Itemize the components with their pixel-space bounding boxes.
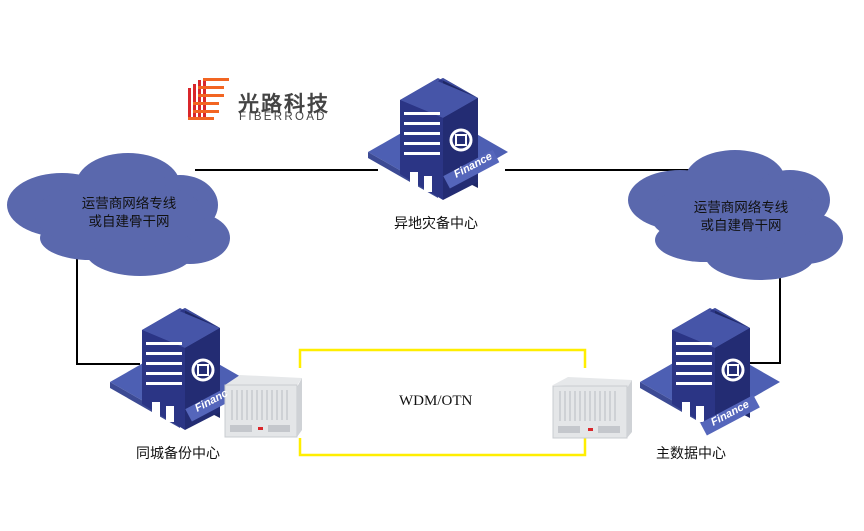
logo-name-en: FIBERROAD bbox=[239, 111, 327, 123]
finance-badge-dr bbox=[443, 149, 500, 189]
wdm-chassis-right bbox=[552, 377, 632, 439]
logo-name-cn: 光路科技 bbox=[238, 92, 330, 116]
site-label-local-backup: 同城备份中心 bbox=[136, 446, 220, 462]
cloud-left-line2: 或自建骨干网 bbox=[88, 214, 170, 230]
cloud-right-line1: 运营商网络专线 bbox=[693, 200, 789, 216]
building-remote-dr bbox=[366, 76, 510, 202]
site-label-main-dc: 主数据中心 bbox=[656, 446, 726, 462]
cloud-left bbox=[7, 153, 230, 276]
finance-badge-backup bbox=[185, 390, 228, 422]
wdm-chassis-left bbox=[224, 375, 302, 438]
site-label-remote-dr: 异地灾备中心 bbox=[394, 216, 478, 232]
cloud-right-line2: 或自建骨干网 bbox=[700, 218, 782, 234]
cloud-left-label: 运营商网络专线 或自建骨干网 bbox=[54, 195, 204, 231]
wdm-box-top bbox=[298, 348, 587, 368]
wdm-box-bottom bbox=[298, 438, 587, 457]
wdm-otn-label: WDM/OTN bbox=[399, 393, 473, 409]
finance-badge-main bbox=[700, 395, 760, 436]
link-left-cloud-to-backup bbox=[76, 250, 140, 365]
building-main-dc bbox=[638, 306, 782, 432]
cloud-left-line1: 运营商网络专线 bbox=[81, 196, 177, 212]
fiberroad-logo-icon bbox=[188, 78, 229, 120]
cloud-right bbox=[628, 150, 843, 280]
cloud-right-label: 运营商网络专线 或自建骨干网 bbox=[666, 199, 816, 235]
